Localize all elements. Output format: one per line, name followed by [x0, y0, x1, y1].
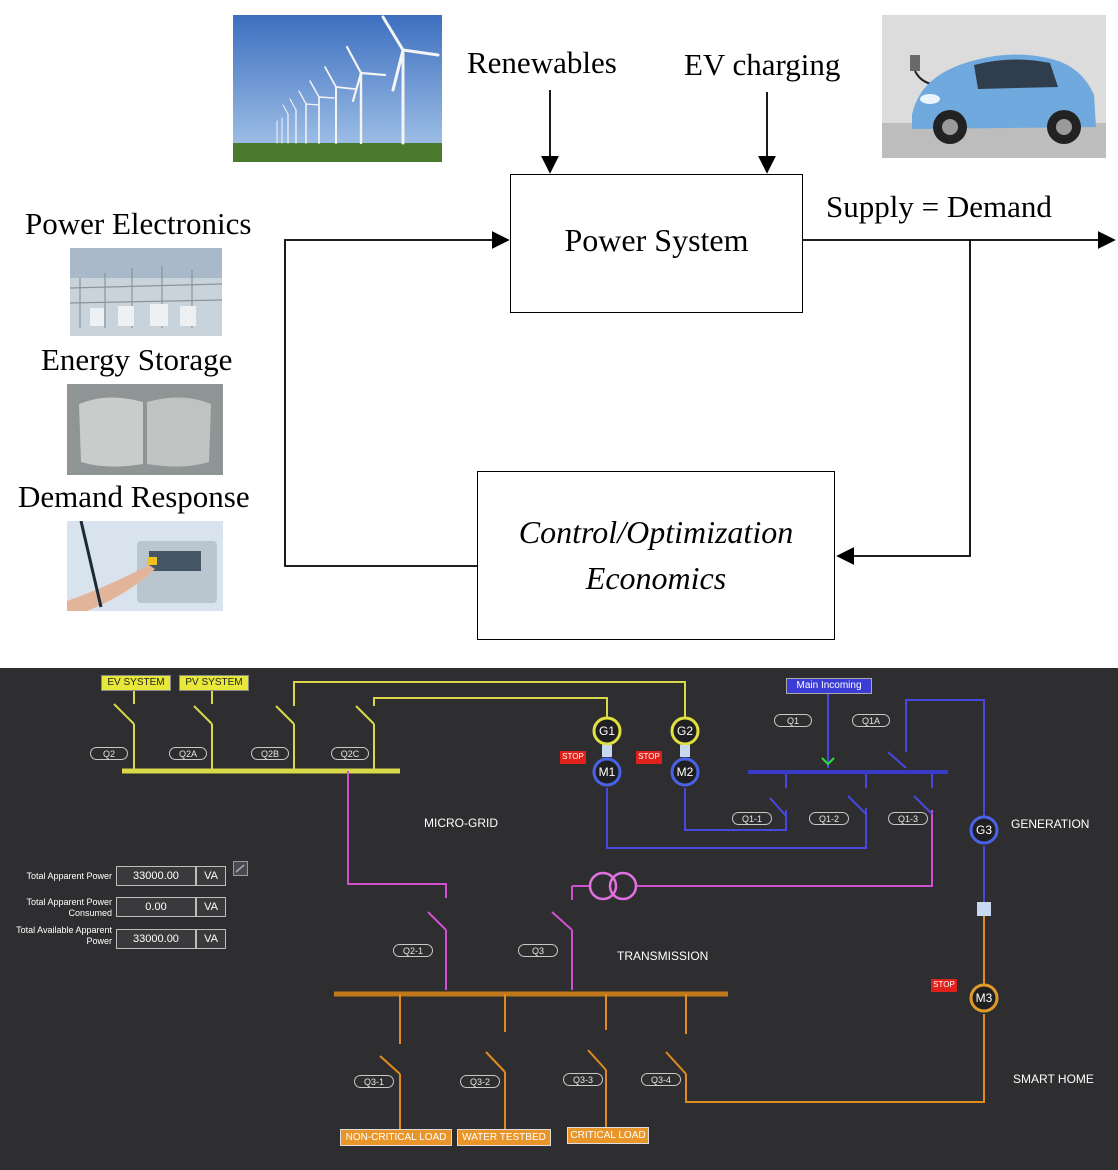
breaker-q2c[interactable]: Q2C — [331, 747, 369, 760]
total-apparent-power-consumed-label: Total Apparent Power Consumed — [26, 897, 112, 918]
transmission-label: TRANSMISSION — [617, 949, 709, 963]
water-testbed-tag[interactable]: WATER TESTBED — [457, 1129, 551, 1146]
demand-response-label: Demand Response — [18, 479, 250, 514]
total-apparent-power-consumed-value: 0.00 — [116, 897, 196, 917]
g3-circle — [969, 815, 999, 845]
total-available-apparent-power-label: Total Available Apparent Power — [16, 925, 112, 946]
m3-label: M3 — [975, 991, 993, 1005]
ev-charging-label: EV charging — [684, 47, 841, 82]
critical-load-tag[interactable]: CRITICAL LOAD — [567, 1127, 649, 1144]
m1-stop-button[interactable]: STOP — [560, 751, 586, 764]
g1-circle — [592, 716, 622, 746]
g2-label: G2 — [676, 724, 693, 738]
total-apparent-power-consumed-unit: VA — [196, 897, 226, 917]
ev-system-tag[interactable]: EV SYSTEM — [101, 675, 171, 691]
g2-circle — [670, 716, 700, 746]
m1-circle — [592, 757, 622, 787]
breaker-q2b[interactable]: Q2B — [251, 747, 289, 760]
energy-storage-label: Energy Storage — [41, 342, 233, 377]
one-line-diagram — [113, 681, 999, 1130]
breaker-q3-1[interactable]: Q3-1 — [354, 1075, 394, 1088]
transformer-coil-left — [588, 871, 618, 901]
breaker-q2a[interactable]: Q2A — [169, 747, 207, 760]
total-apparent-power-value: 33000.00 — [116, 866, 196, 886]
non-critical-load-tag[interactable]: NON-CRITICAL LOAD — [340, 1129, 452, 1146]
m3-circle — [969, 983, 999, 1013]
m2-stop-button[interactable]: STOP — [636, 751, 662, 764]
wind-turbines-photo — [233, 15, 442, 162]
total-available-apparent-power-value: 33000.00 — [116, 929, 196, 949]
m1-label: M1 — [598, 765, 616, 779]
main-incoming-tag[interactable]: Main Incoming — [786, 678, 872, 694]
m3-stop-button[interactable]: STOP — [931, 979, 957, 992]
smart-home-label: SMART HOME — [1013, 1072, 1094, 1086]
power-system-box: Power System — [510, 174, 803, 313]
breaker-q1-2[interactable]: Q1-2 — [809, 812, 849, 825]
breaker-q3-3[interactable]: Q3-3 — [563, 1073, 603, 1086]
transformer-coil-right — [608, 871, 638, 901]
trend-chart-icon[interactable] — [233, 861, 248, 876]
breaker-q2[interactable]: Q2 — [90, 747, 128, 760]
breaker-q1-1[interactable]: Q1-1 — [732, 812, 772, 825]
breaker-q1a[interactable]: Q1A — [852, 714, 890, 727]
feedback-line — [836, 240, 971, 565]
m2-circle — [670, 757, 700, 787]
micro-grid-label: MICRO-GRID — [424, 816, 498, 830]
control-optimization-label: Control/Optimization — [518, 514, 794, 550]
renewables-label: Renewables — [467, 45, 617, 80]
breaker-q2-1[interactable]: Q2-1 — [393, 944, 433, 957]
breaker-q3[interactable]: Q3 — [518, 944, 558, 957]
total-available-apparent-power-unit: VA — [196, 929, 226, 949]
smart-meter-hand-photo — [67, 521, 223, 611]
total-apparent-power-label: Total Apparent Power — [26, 871, 112, 881]
breaker-q1-3[interactable]: Q1-3 — [888, 812, 928, 825]
hmi-screen: G1 G2 M1 M2 G3 M3 STOP STOP STOP EV SYST… — [0, 668, 1118, 1170]
generation-label: GENERATION — [1011, 817, 1090, 831]
substation-photo — [70, 248, 222, 336]
g1-label: G1 — [598, 724, 615, 738]
total-apparent-power-unit: VA — [196, 866, 226, 886]
g3-label: G3 — [975, 823, 992, 837]
electric-car-charging-photo — [882, 15, 1106, 158]
m2-label: M2 — [676, 765, 694, 779]
supply-equals-demand-label: Supply = Demand — [826, 189, 1052, 224]
battery-wall-units-photo — [67, 384, 223, 475]
power-electronics-label: Power Electronics — [25, 206, 252, 241]
power-system-block-diagram: Renewables EV charging Power System Cont… — [18, 15, 1116, 640]
power-system-label: Power System — [564, 222, 749, 258]
pv-system-tag[interactable]: PV SYSTEM — [179, 675, 249, 691]
economics-label: Economics — [585, 560, 727, 596]
control-to-system-line — [284, 231, 510, 567]
top-diagram-connectors — [284, 90, 1116, 567]
breaker-q3-4[interactable]: Q3-4 — [641, 1073, 681, 1086]
breaker-q3-2[interactable]: Q3-2 — [460, 1075, 500, 1088]
control-optimization-box: Control/Optimization Economics — [477, 471, 835, 640]
breaker-q1[interactable]: Q1 — [774, 714, 812, 727]
